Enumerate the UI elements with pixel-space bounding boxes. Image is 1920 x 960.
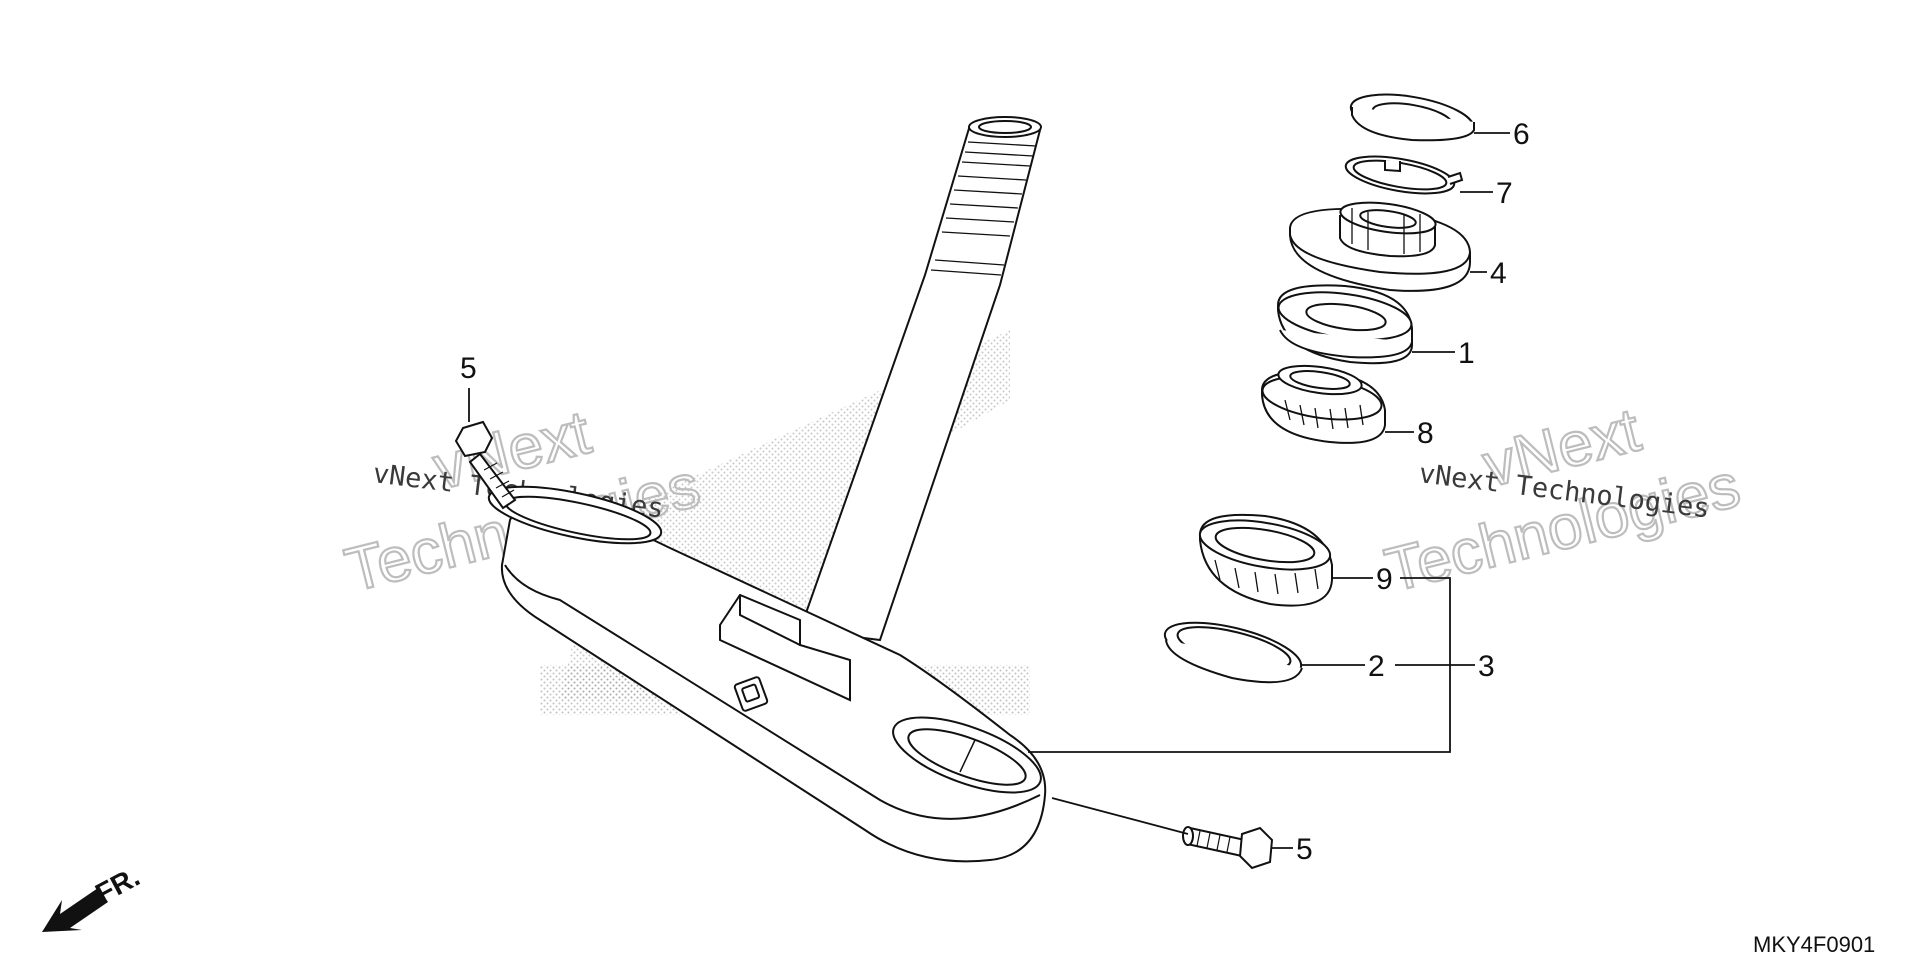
callout-5-lower: 5 xyxy=(1296,833,1313,866)
callout-8: 8 xyxy=(1417,417,1434,450)
callout-6: 6 xyxy=(1513,118,1530,151)
front-direction-arrow: FR. xyxy=(42,861,145,932)
bolt-lower xyxy=(1182,826,1274,870)
dust-seal-part xyxy=(1277,284,1413,365)
callout-3: 3 xyxy=(1478,650,1495,683)
lock-nut-part xyxy=(1349,93,1475,142)
lock-washer-part xyxy=(1344,155,1464,195)
callout-4: 4 xyxy=(1490,257,1507,290)
callout-7: 7 xyxy=(1496,177,1513,210)
callouts: 6 7 4 1 8 9 2 3 5 5 xyxy=(460,118,1530,866)
steering-stem-bridge xyxy=(487,485,1047,863)
lower-dust-seal-part xyxy=(1163,621,1303,684)
callout-2: 2 xyxy=(1368,650,1385,683)
steering-stem-shaft xyxy=(798,116,1042,642)
diagram-code: MKY4F0901 xyxy=(1753,932,1875,957)
bolt-upper xyxy=(454,420,517,510)
leader-lines xyxy=(468,132,1510,849)
callout-5-upper: 5 xyxy=(460,352,477,385)
adjusting-nut-part xyxy=(1289,201,1471,292)
callout-1: 1 xyxy=(1458,337,1475,370)
lower-bearing-part xyxy=(1198,513,1333,607)
upper-bearing-part xyxy=(1261,364,1386,444)
callout-9: 9 xyxy=(1376,563,1393,596)
